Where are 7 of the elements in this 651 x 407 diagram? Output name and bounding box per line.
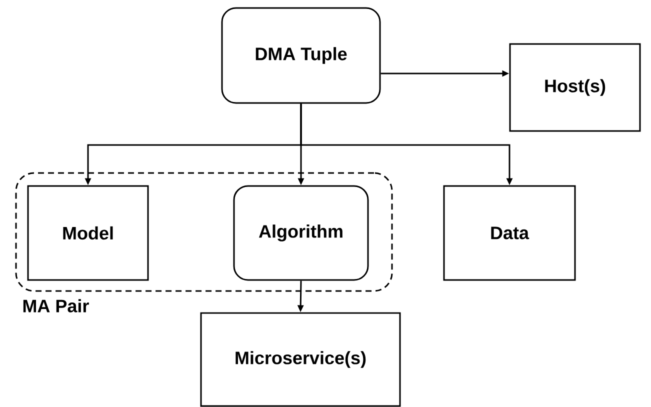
process-box: Microservice(s) — [200, 312, 401, 407]
rounded-box: DMA Tuple — [221, 7, 381, 104]
rounded-box: Algorithm — [233, 185, 369, 281]
process-box: Data — [443, 185, 576, 281]
process-box: Host(s) — [509, 43, 641, 132]
node-label: MA Pair — [23, 299, 89, 312]
process-box: Model — [27, 185, 149, 281]
